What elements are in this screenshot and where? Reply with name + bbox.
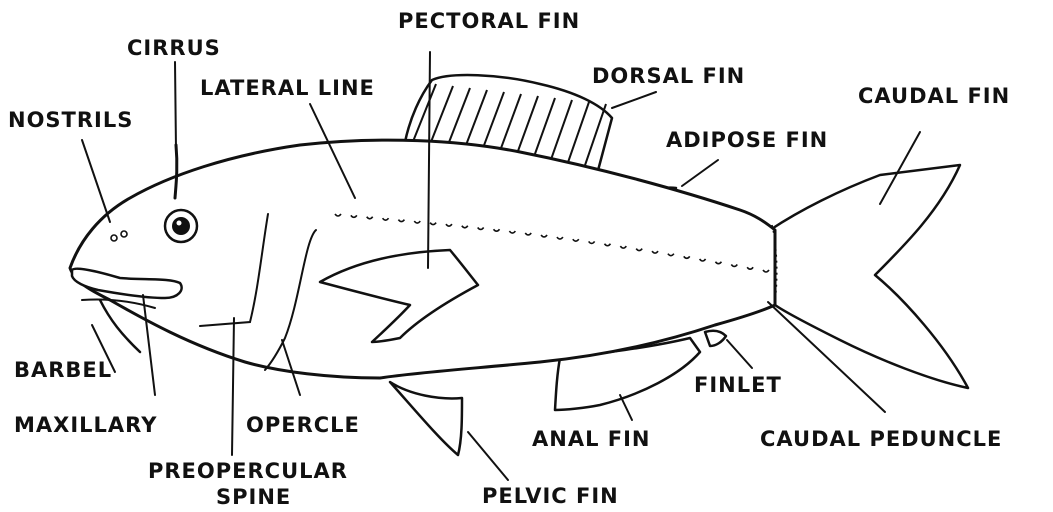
label-cirrus: CIRRUS [127, 36, 221, 60]
label-adipose-fin: ADIPOSE FIN [666, 128, 828, 152]
leader-anal-fin [620, 395, 632, 420]
label-dorsal-fin: DORSAL FIN [592, 64, 745, 88]
label-anal-fin: ANAL FIN [532, 427, 651, 451]
label-preopercular-line2: SPINE [216, 485, 291, 509]
leader-dorsal-fin [612, 92, 656, 108]
label-caudal-peduncle: CAUDAL PEDUNCLE [760, 427, 1002, 451]
label-preopercular-line1: PREOPERCULAR [148, 459, 348, 483]
cirrus [175, 145, 177, 198]
leader-finlet [727, 340, 752, 368]
caudal-fin [770, 165, 968, 388]
leader-pelvic-fin [468, 432, 508, 480]
leader-nostrils [82, 140, 110, 222]
label-opercle: OPERCLE [246, 413, 360, 437]
leader-cirrus [175, 62, 176, 150]
finlet [705, 331, 726, 346]
leader-adipose-fin [682, 160, 718, 186]
label-barbel: BARBEL [14, 358, 112, 382]
label-nostrils: NOSTRILS [8, 108, 133, 132]
label-finlet: FINLET [694, 373, 782, 397]
label-lateral-line: LATERAL LINE [200, 76, 375, 100]
pelvic-fin [390, 382, 462, 455]
label-maxillary: MAXILLARY [14, 413, 157, 437]
label-caudal-fin: CAUDAL FIN [858, 84, 1010, 108]
eye [165, 210, 197, 242]
label-pelvic-fin: PELVIC FIN [482, 484, 619, 508]
label-pectoral-fin: PECTORAL FIN [398, 9, 580, 33]
